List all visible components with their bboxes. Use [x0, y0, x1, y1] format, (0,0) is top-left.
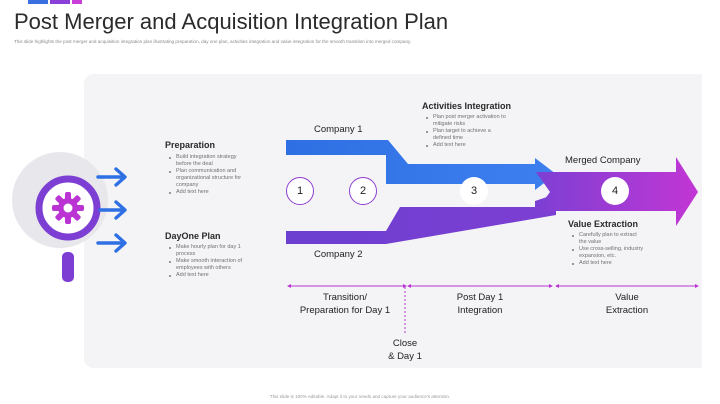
arrow-right-icon — [96, 167, 127, 187]
value-extraction-heading: Value Extraction — [568, 219, 639, 229]
step-3-circle: 3 — [460, 177, 488, 205]
activities-bullets: Plan post merger activation to mitigate … — [425, 114, 506, 149]
list-item: Make hourly plan for day 1 process — [168, 244, 242, 258]
phase-postday-label: Post Day 1 Integration — [456, 292, 504, 316]
list-item: Make smooth interaction of employees wit… — [168, 258, 242, 272]
preparation-bullets: Build integration strategy before the de… — [168, 154, 241, 196]
company-1-arrow — [286, 140, 556, 190]
accent-bar-magenta — [72, 0, 82, 4]
phase-transition-label: Transition/ Preparation for Day 1 — [299, 292, 391, 316]
company-1-label: Company 1 — [314, 124, 363, 135]
arrow-right-icon — [96, 233, 127, 253]
activities-heading: Activities Integration — [422, 101, 512, 111]
dayone-heading: DayOne Plan — [165, 231, 221, 241]
phase-value-label: Value Extraction — [605, 292, 649, 316]
arrow-right-icon — [98, 200, 127, 220]
list-item: Plan post merger activation to mitigate … — [425, 114, 506, 128]
phase-close-label: Close & Day 1 — [388, 338, 422, 362]
list-item: Add text here — [425, 142, 506, 149]
company-2-arrow — [286, 194, 556, 244]
list-item: Add text here — [571, 260, 643, 267]
preparation-heading: Preparation — [165, 140, 216, 150]
list-item: Use cross-selling, industry expansion, e… — [571, 246, 643, 260]
list-item: Plan target to achieve a defined time — [425, 128, 506, 142]
list-item: Add text here — [168, 272, 242, 279]
list-item: Carefully plan to extract the value — [571, 232, 643, 246]
company-2-label: Company 2 — [314, 249, 363, 260]
step-4-circle: 4 — [601, 177, 629, 205]
footer-note: This slide is 100% editable. Adapt it to… — [269, 394, 451, 399]
list-item: Build integration strategy before the de… — [168, 154, 241, 168]
step-1-circle: 1 — [286, 177, 314, 205]
dayone-bullets: Make hourly plan for day 1 process Make … — [168, 244, 242, 279]
list-item: Add text here — [168, 189, 241, 196]
page-subtitle: This slide highlights the post merger an… — [14, 39, 412, 44]
value-extraction-bullets: Carefully plan to extract the value Use … — [571, 232, 643, 267]
merged-company-label: Merged Company — [565, 155, 641, 166]
accent-bar-purple — [50, 0, 70, 4]
list-item: Plan communication and organizational st… — [168, 168, 241, 189]
page-title: Post Merger and Acquisition Integration … — [14, 9, 449, 34]
accent-bar-blue — [28, 0, 48, 4]
magnifier-gear-icon — [35, 175, 101, 282]
step-2-circle: 2 — [349, 177, 377, 205]
